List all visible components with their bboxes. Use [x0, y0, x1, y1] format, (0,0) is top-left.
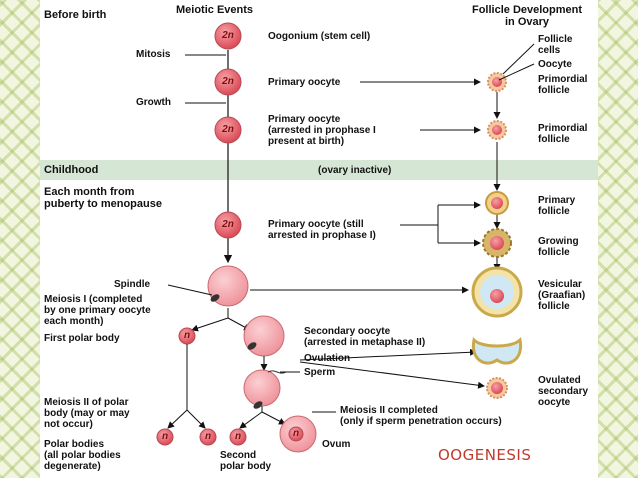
label-second-polar-body: Second polar body	[220, 450, 272, 472]
oogenesis-title: OOGENESIS	[438, 446, 532, 464]
label-primary-oocyte-still: Primary oocyte (still arrested in propha…	[268, 219, 376, 241]
label-ovulated-secondary-oocyte: Ovulated secondary oocyte	[538, 375, 589, 408]
cell-primary-oocyte	[214, 68, 242, 96]
primordial-follicle-2	[487, 120, 507, 140]
cell-second-polar-body	[229, 428, 247, 446]
ovulated-secondary-oocyte-cell	[486, 377, 508, 399]
header-follicle-development: Follicle Development in Ovary	[471, 4, 583, 28]
label-first-polar-body: First polar body	[44, 333, 120, 344]
cell-meiosis-one	[207, 265, 249, 307]
label-growing-follicle: Growing follicle	[538, 236, 579, 258]
split-left	[191, 317, 229, 332]
label-primordial-follicle-2: Primordial follicle	[538, 123, 588, 145]
follicle-cells-pointer	[502, 43, 535, 75]
growing-follicle	[482, 228, 512, 258]
polar-split-right	[186, 409, 206, 429]
cell-text-n-first-polar: n	[183, 330, 191, 341]
cell-secondary-oocyte	[243, 315, 285, 357]
cell-oogonium	[214, 22, 242, 50]
cell-text-n-polar-2: n	[204, 431, 212, 442]
label-vesicular-follicle: Vesicular (Graafian) follicle	[538, 279, 586, 312]
polar-split-left	[167, 409, 188, 429]
cell-text-n-ovum: n	[292, 428, 300, 439]
cell-text-2n-oogonium: 2n	[222, 30, 234, 41]
cell-text-n-second-polar: n	[234, 431, 242, 442]
label-meiosis-two-completed: Meiosis II completed (only if sperm pene…	[340, 405, 502, 427]
label-primordial-follicle-1: Primordial follicle	[538, 74, 588, 96]
primary-follicle	[485, 191, 509, 215]
label-meiosis-two-polar: Meiosis II of polar body (may or may not…	[44, 397, 130, 430]
cell-polar-body-2	[199, 428, 217, 446]
label-meiosis-one: Meiosis I (completed by one primary oocy…	[44, 294, 151, 327]
label-secondary-oocyte: Secondary oocyte (arrested in metaphase …	[304, 326, 426, 348]
label-polar-bodies: Polar bodies (all polar bodies degenerat…	[44, 439, 121, 472]
label-ovum: Ovum	[322, 439, 351, 450]
cell-fertilization	[243, 369, 287, 409]
ovulation-arrow-2	[299, 361, 485, 389]
cell-polar-body-1	[156, 428, 174, 446]
header-meiotic-events: Meiotic Events	[176, 4, 254, 16]
label-oocyte: Oocyte	[538, 59, 572, 70]
cell-ovum	[279, 415, 317, 453]
label-sperm: Sperm	[304, 367, 336, 378]
vesicular-follicle	[471, 266, 523, 318]
label-growth: Growth	[136, 97, 171, 108]
final-split-left	[239, 411, 263, 429]
label-mitosis: Mitosis	[136, 49, 171, 60]
label-ovary-inactive: (ovary inactive)	[318, 165, 392, 176]
primordial-follicle-1	[487, 72, 507, 92]
childhood-band	[40, 160, 598, 180]
label-ovulation: Ovulation	[304, 353, 351, 364]
label-each-month: Each month from puberty to menopause	[44, 186, 162, 210]
ruptured-follicle	[471, 336, 523, 365]
spindle-pointer	[167, 284, 213, 296]
label-primary-follicle: Primary follicle	[538, 195, 576, 217]
cell-text-2n-primary: 2n	[222, 76, 234, 87]
header-before-birth: Before birth	[44, 9, 107, 21]
final-split-right	[261, 411, 286, 425]
ovulation-arrow	[299, 348, 477, 361]
cell-text-n-polar-1: n	[161, 431, 169, 442]
oocyte-pointer	[498, 63, 535, 81]
label-follicle-cells: Follicle cells	[538, 34, 573, 56]
cell-text-2n-arrested: 2n	[222, 124, 234, 135]
cell-text-2n-still: 2n	[222, 219, 234, 230]
label-oogonium: Oogonium (stem cell)	[268, 31, 371, 42]
cell-primary-oocyte-still	[214, 211, 242, 239]
label-primary-oocyte-arrested: Primary oocyte (arrested in prophase I p…	[268, 114, 376, 147]
cell-primary-oocyte-arrested	[214, 116, 242, 144]
label-childhood: Childhood	[44, 164, 99, 176]
label-spindle: Spindle	[114, 279, 151, 290]
label-primary-oocyte: Primary oocyte	[268, 77, 341, 88]
